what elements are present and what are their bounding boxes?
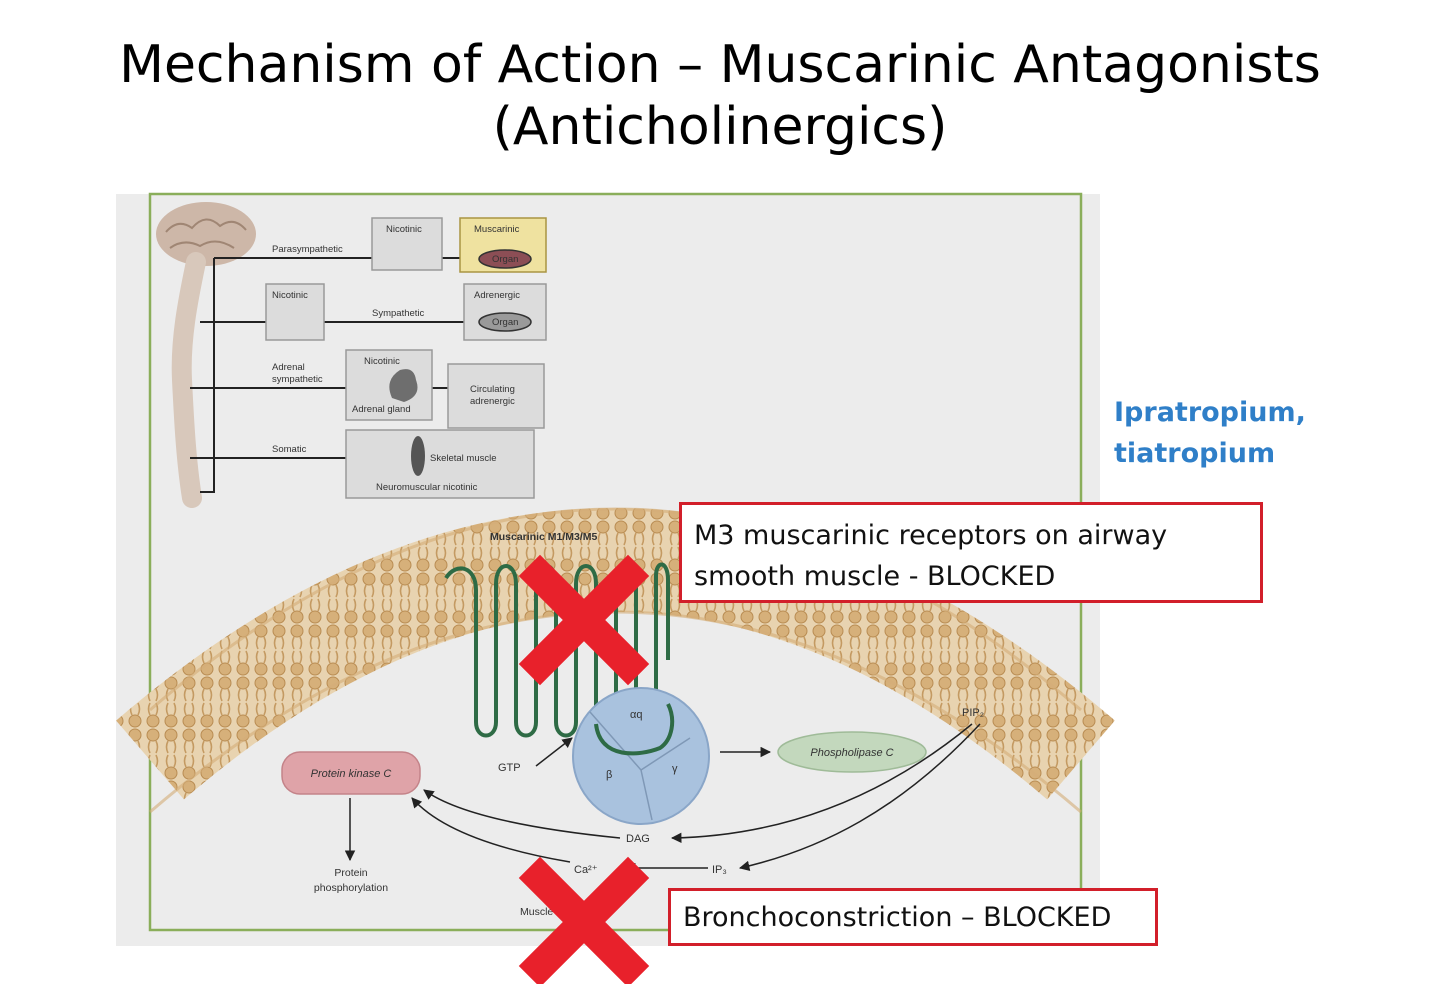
membrane-outer-edge xyxy=(149,507,1082,712)
drug-names: Ipratropium, tiatropium xyxy=(1114,392,1306,474)
g-protein xyxy=(572,687,710,825)
callout-m3-receptors: M3 muscarinic receptors on airway smooth… xyxy=(679,502,1263,603)
label-dag: DAG xyxy=(626,833,650,845)
drug-name-ipratropium: Ipratropium, xyxy=(1114,397,1306,428)
callout-m3-line-1: M3 muscarinic receptors on airway xyxy=(694,520,1168,551)
block-mark-receptor xyxy=(518,554,650,686)
title-line-2: (Anticholinergics) xyxy=(492,97,948,157)
label-protein-2: phosphorylation xyxy=(314,882,388,894)
protein-kinase-c xyxy=(281,751,421,795)
pip2-to-ip3 xyxy=(738,723,981,872)
box-nicotinic-parasympathetic xyxy=(371,217,443,271)
label-alpha-q: αq xyxy=(630,709,642,721)
adrenal-gland-shape xyxy=(389,369,418,402)
ns-labels: Parasympathetic Nicotinic Muscarinic Org… xyxy=(272,224,520,493)
receptor-tail xyxy=(594,703,675,756)
block-mark-contraction xyxy=(518,856,650,984)
skeletal-muscle-shape xyxy=(411,436,425,476)
cell-membrane xyxy=(116,508,1115,800)
label-protein-kinase-c: Protein kinase C xyxy=(311,768,392,780)
callout-bronchoconstriction-text: Bronchoconstriction – BLOCKED xyxy=(683,902,1112,933)
label-somatic: Somatic xyxy=(272,444,307,455)
arrow-ca-to-pkc xyxy=(411,797,571,863)
label-neuromuscular: Neuromuscular nicotinic xyxy=(376,482,478,493)
label-nicotinic-2: Nicotinic xyxy=(272,290,308,301)
label-adrenal-2: sympathetic xyxy=(272,374,323,385)
label-phospholipase-c: Phospholipase C xyxy=(810,747,893,759)
callout-m3-line-2: smooth muscle - BLOCKED xyxy=(694,561,1056,592)
organ-adrenergic xyxy=(478,312,532,332)
label-circulating-2: adrenergic xyxy=(470,396,515,407)
label-ip3: IP₃ xyxy=(712,864,727,876)
label-nicotinic-3: Nicotinic xyxy=(364,356,400,367)
phospholipase-c xyxy=(777,731,927,773)
label-adrenergic: Adrenergic xyxy=(474,290,520,301)
label-circulating-1: Circulating xyxy=(470,384,515,395)
box-skeletal xyxy=(345,429,535,499)
arrow-dag-to-pkc xyxy=(423,789,621,839)
slide-title: Mechanism of Action – Muscarinic Antagon… xyxy=(0,34,1440,158)
label-organ-1: Organ xyxy=(492,254,518,265)
callout-bronchoconstriction: Bronchoconstriction – BLOCKED xyxy=(668,888,1158,946)
label-organ-2: Organ xyxy=(492,317,518,328)
organ-muscarinic xyxy=(478,249,532,269)
label-adrenal-gland: Adrenal gland xyxy=(352,404,411,415)
label-ca: Ca²⁺ xyxy=(574,864,598,876)
arrow-gtp xyxy=(535,737,573,767)
g-protein-divisions xyxy=(589,711,691,821)
box-adrenal xyxy=(345,349,433,421)
label-parasympathetic: Parasympathetic xyxy=(272,244,343,255)
label-protein-1: Protein xyxy=(334,867,367,879)
pip2-to-dag xyxy=(670,723,973,844)
box-nicotinic-sympathetic xyxy=(265,283,325,341)
label-receptor: Muscarinic M1/M3/M5 xyxy=(490,531,598,543)
label-skeletal-muscle: Skeletal muscle xyxy=(430,453,497,464)
title-line-1: Mechanism of Action – Muscarinic Antagon… xyxy=(119,35,1321,95)
label-adrenal-1: Adrenal xyxy=(272,362,305,373)
label-pip2: PIP₂ xyxy=(962,707,984,719)
label-nicotinic-1: Nicotinic xyxy=(386,224,422,235)
label-sympathetic: Sympathetic xyxy=(372,308,425,319)
label-gamma: γ xyxy=(672,763,678,775)
label-beta: β xyxy=(606,769,612,781)
label-muscarinic: Muscarinic xyxy=(474,224,520,235)
brain-spinal-cord xyxy=(156,202,256,508)
label-gtp: GTP xyxy=(498,762,521,774)
box-circulating xyxy=(447,363,545,429)
drug-name-tiatropium: tiatropium xyxy=(1114,438,1276,469)
